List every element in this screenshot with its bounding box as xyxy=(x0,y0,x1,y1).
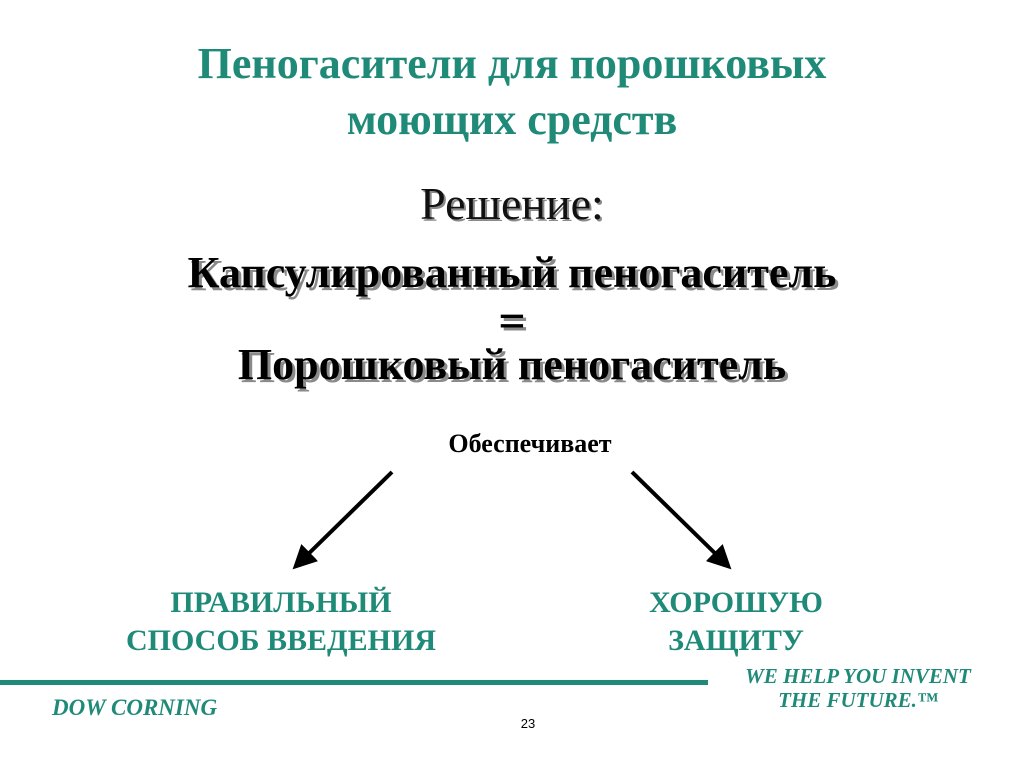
statement-line-2: Порошковый пеногаситель xyxy=(237,340,787,389)
footer-divider xyxy=(0,680,708,685)
outcome-right-line-1: ХОРОШУЮ xyxy=(649,586,823,619)
outcome-right-line-2: ЗАЩИТУ xyxy=(668,624,804,657)
brand-tagline-line-1: WE HELP YOU INVENT xyxy=(745,664,971,688)
outcome-left: ПРАВИЛЬНЫЙ СПОСОБ ВВЕДЕНИЯ xyxy=(100,584,462,660)
provides-label: Обеспечивает xyxy=(448,429,612,458)
slide-title-line-2: моющих средств xyxy=(346,95,678,144)
outcome-right: ХОРОШУЮ ЗАЩИТУ xyxy=(596,584,876,660)
outcome-left-line-1: ПРАВИЛЬНЫЙ xyxy=(170,586,392,619)
statement-line-1: Капсулированный пеногаситель xyxy=(187,248,837,297)
arrow-right xyxy=(630,470,732,570)
solution-heading: Решение: xyxy=(420,178,604,229)
brand-tagline: WE HELP YOU INVENT THE FUTURE.™ xyxy=(720,664,996,712)
arrow-left xyxy=(292,470,394,570)
outcome-left-line-2: СПОСОБ ВВЕДЕНИЯ xyxy=(125,624,437,657)
brand-name: DOW CORNING xyxy=(52,695,218,720)
slide-title-line-1: Пеногасители для порошковых xyxy=(197,39,827,88)
brand-tagline-line-2: THE FUTURE.™ xyxy=(778,688,938,712)
page-number: 23 xyxy=(520,716,536,731)
slide-title: Пеногасители для порошковых моющих средс… xyxy=(0,36,1024,148)
equals-sign: = xyxy=(498,295,526,348)
